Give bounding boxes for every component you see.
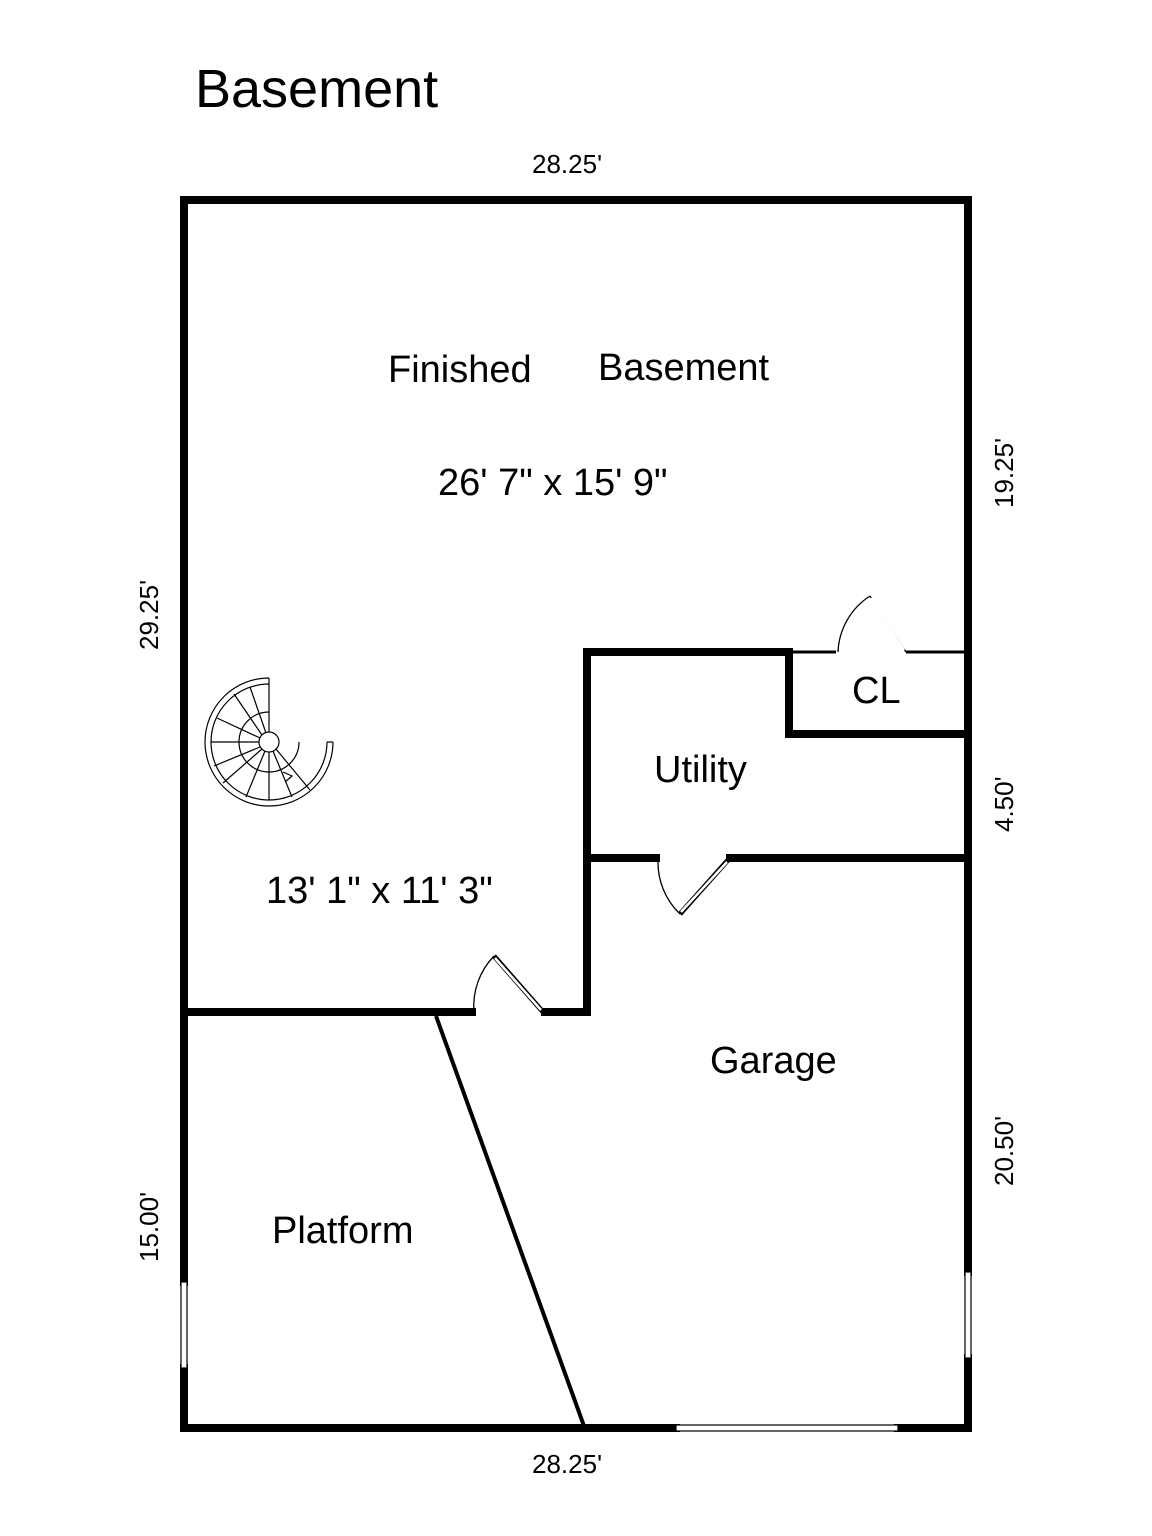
plan-title: Basement (195, 59, 438, 119)
window-bottom (675, 1424, 899, 1432)
window-left (180, 1281, 188, 1369)
finished-basement-door (473, 954, 545, 1014)
measurement-left-lower: 15.00' (134, 1192, 164, 1262)
room-label-finished: Finished (388, 349, 532, 391)
room-label-platform: Platform (272, 1210, 413, 1252)
closet-door (837, 595, 907, 653)
measurement-right-middle: 4.50' (989, 776, 1019, 832)
room-label-utility: Utility (654, 749, 747, 791)
measurement-right-lower: 20.50' (989, 1116, 1019, 1186)
measurement-left-upper: 29.25' (134, 580, 164, 650)
room-label-garage: Garage (710, 1040, 837, 1082)
measurement-right-upper: 19.25' (989, 438, 1019, 508)
interior-walls (180, 648, 972, 1427)
measurement-bottom: 28.25' (532, 1449, 602, 1479)
windows (180, 1271, 972, 1432)
spiral-staircase-icon (204, 677, 334, 807)
room-label-basement: Basement (598, 347, 770, 389)
room-dims-lower-area: 13' 1" x 11' 3" (266, 870, 493, 912)
platform-garage-divider (434, 1015, 586, 1427)
room-label-closet: CL (852, 670, 901, 712)
utility-door (657, 858, 730, 916)
window-right (964, 1271, 972, 1359)
room-dims-finished-basement: 26' 7" x 15' 9" (438, 462, 668, 504)
measurement-top: 28.25' (532, 149, 602, 179)
